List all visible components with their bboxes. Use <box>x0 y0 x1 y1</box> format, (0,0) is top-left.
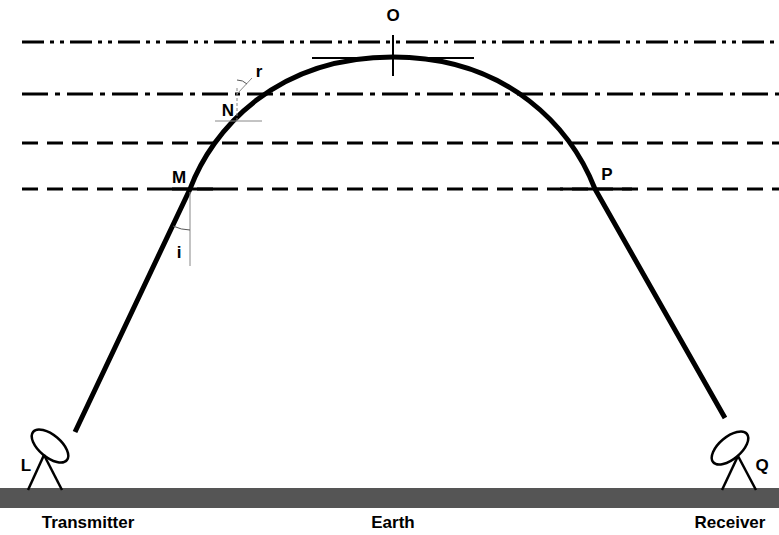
point-label: N <box>222 102 234 119</box>
earth-ground <box>0 488 779 508</box>
place-label: Earth <box>371 514 414 531</box>
angle-arc <box>173 226 190 230</box>
angle-label: r <box>256 63 263 80</box>
layer-line <box>22 41 779 44</box>
angle-label: i <box>177 244 182 261</box>
layer-line <box>22 188 779 191</box>
boundary-mark <box>215 121 262 122</box>
transmitter-antenna <box>26 423 74 490</box>
receiver-antenna <box>706 425 756 490</box>
angle-arc <box>237 80 247 84</box>
layer-line <box>22 142 779 145</box>
point-label: P <box>601 166 612 183</box>
ray-extension <box>237 78 252 94</box>
antenna-label: L <box>21 457 31 474</box>
place-label: Receiver <box>695 514 766 531</box>
place-label: Transmitter <box>42 514 135 531</box>
normal-line <box>190 192 191 266</box>
antenna-label: Q <box>755 457 768 474</box>
wave-path <box>75 57 725 432</box>
layer-line <box>22 93 779 96</box>
boundary-mark <box>560 188 632 191</box>
normal-line <box>392 35 394 76</box>
point-label: O <box>386 7 399 24</box>
point-label: M <box>172 169 186 186</box>
boundary-mark <box>163 188 222 191</box>
